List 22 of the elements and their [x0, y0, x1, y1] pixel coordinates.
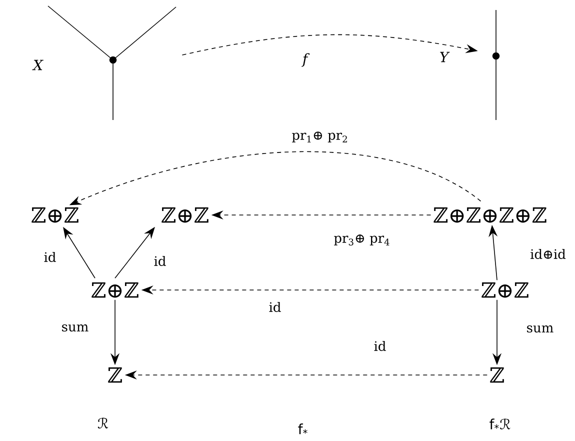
- module-symbol: ℤ⊕ℤ: [482, 282, 528, 298]
- edge-label: id⊕id: [529, 248, 567, 260]
- edge-label: f: [301, 52, 310, 68]
- graph-label: X: [32, 60, 44, 70]
- edge-label: id: [372, 340, 388, 352]
- edge-label: id: [42, 250, 58, 264]
- sheaf-label: f$_{*}$ℛ: [490, 418, 510, 430]
- edge-label: pr$_{3}$⊕ pr$_{4}$: [332, 234, 392, 246]
- module-symbol: ℤ⊕ℤ: [162, 207, 208, 223]
- edge-label: pr$_{1}$⊕ pr$_{2}$: [290, 130, 350, 144]
- edge-label: sum: [60, 323, 90, 333]
- edge-label: id: [152, 254, 168, 268]
- edge-label: id: [268, 300, 282, 314]
- edge-label: sum: [525, 324, 555, 334]
- sheaf-label: f$_{*}$: [298, 424, 308, 434]
- module-symbol: ℤ⊕ℤ⊕ℤ⊕ℤ: [434, 207, 546, 223]
- sheaf-label: ℛ: [98, 418, 108, 428]
- module-symbol: ℤ: [490, 367, 504, 383]
- module-symbol: ℤ⊕ℤ: [92, 282, 138, 298]
- module-symbol: ℤ⊕ℤ: [32, 207, 78, 223]
- module-symbol: ℤ: [108, 367, 122, 383]
- graph-label: Y: [440, 52, 450, 62]
